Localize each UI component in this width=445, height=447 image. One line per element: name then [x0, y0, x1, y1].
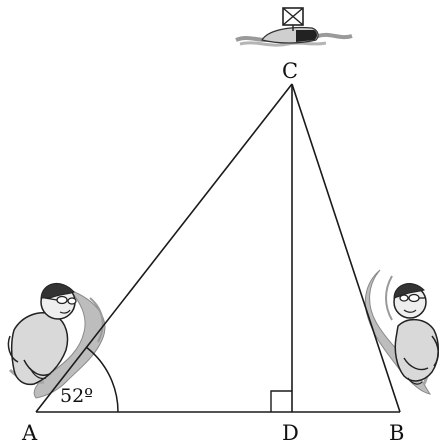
swimmer-right-icon	[364, 269, 439, 395]
side-CB	[291, 83, 401, 413]
point-label-C: C	[282, 59, 298, 83]
point-label-A: A	[21, 421, 38, 445]
side-AC	[35, 83, 293, 413]
angle-arc-A	[86, 346, 119, 413]
triangle-lines	[35, 83, 401, 413]
point-label-B: B	[389, 421, 404, 445]
swimmer-left-icon	[7, 283, 106, 399]
angle-label-A: 52º	[60, 385, 93, 407]
point-label-D: D	[282, 421, 299, 445]
right-angle-marker	[270, 390, 292, 412]
buoy-icon	[235, 7, 353, 47]
